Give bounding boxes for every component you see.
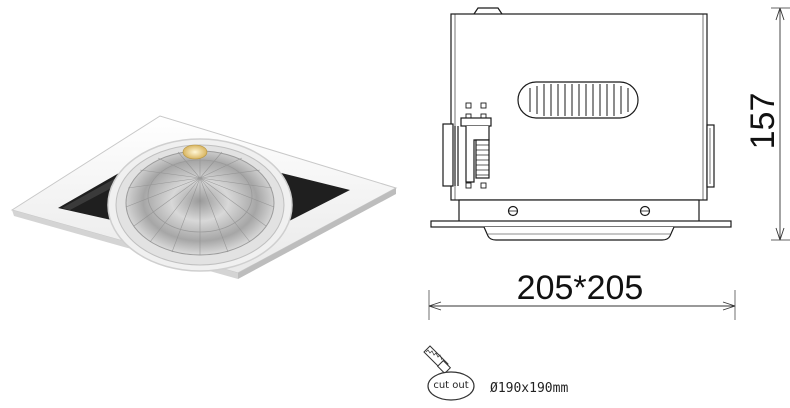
width-dimension-label: 205*205 (516, 269, 644, 307)
bottom-rail (458, 199, 700, 223)
product-render (10, 115, 398, 279)
left-clamp (442, 117, 492, 187)
reflector-mid-band (147, 159, 253, 233)
trim-edge-right (238, 188, 396, 279)
cutout-badge-label: cut out (433, 380, 469, 391)
mount-screws (465, 102, 487, 189)
side-view-drawing (430, 7, 732, 241)
width-dimension (428, 290, 736, 320)
ceiling-flange (430, 220, 732, 228)
top-clip (473, 7, 503, 15)
height-dimension-label: 157 (744, 92, 782, 150)
right-bracket (706, 124, 715, 188)
saw-cutout-icon (423, 345, 475, 401)
led-chip (182, 144, 208, 160)
vent-fins (529, 84, 629, 116)
vent-slot (517, 81, 639, 119)
height-dimension (771, 7, 790, 241)
lens-bottom (483, 226, 675, 241)
cutout-size-label: Ø190x190mm (490, 381, 569, 396)
reflector-facets (125, 151, 275, 255)
